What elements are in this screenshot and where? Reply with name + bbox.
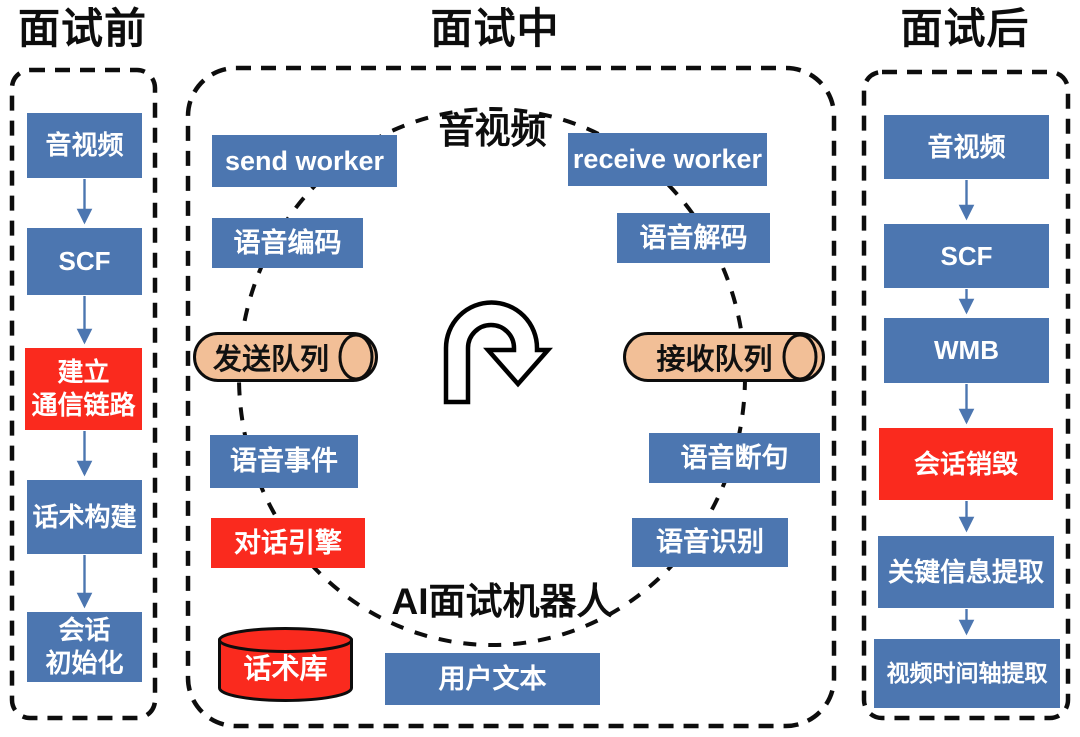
- cycle-bottom-label: AI面试机器人: [391, 581, 614, 622]
- post-panel-border: [861, 69, 1071, 721]
- post-step-wmb: WMB: [884, 318, 1049, 383]
- voice-sentence-node: 语音断句: [649, 433, 820, 483]
- script-library-cylinder: [218, 627, 353, 702]
- mid-panel-border: [185, 65, 837, 729]
- voice-encode-node: 语音编码: [212, 218, 363, 268]
- send-worker-node: send worker: [212, 135, 397, 187]
- receive-worker-node: receive worker: [568, 133, 767, 186]
- pre-step-session-init: 会话 初始化: [27, 612, 142, 682]
- pre-step-audio-video: 音视频: [27, 113, 142, 178]
- voice-event-node: 语音事件: [210, 435, 358, 488]
- send-queue-label: 发送队列: [212, 344, 329, 376]
- send-queue-cylinder: [193, 332, 378, 382]
- receive-queue-label: 接收队列: [656, 344, 773, 376]
- pre-step-script-build: 话术构建: [27, 480, 142, 554]
- post-step-scf: SCF: [884, 224, 1049, 288]
- post-step-session-destroy: 会话销毁: [879, 428, 1053, 500]
- cycle-top-label: 音视频: [438, 110, 547, 151]
- post-step-key-info-extract: 关键信息提取: [878, 536, 1054, 608]
- dialog-engine-node: 对话引擎: [211, 518, 365, 568]
- pre-panel-border: [9, 67, 158, 721]
- receive-queue-cylinder: [623, 332, 825, 382]
- voice-recognition-node: 语音识别: [632, 518, 788, 567]
- pre-step-establish-link: 建立 通信链路: [25, 348, 142, 430]
- mid-section-title: 面试中: [430, 5, 560, 52]
- post-step-video-timeline-extract: 视频时间轴提取: [874, 639, 1060, 708]
- pre-section-title: 面试前: [17, 5, 147, 52]
- pre-step-scf: SCF: [27, 228, 142, 295]
- post-section-title: 面试后: [900, 5, 1030, 52]
- post-step-audio-video: 音视频: [884, 115, 1049, 179]
- voice-decode-node: 语音解码: [617, 213, 770, 263]
- script-library-label: 话术库: [243, 653, 328, 684]
- u-turn-arrow-icon: [443, 300, 553, 405]
- user-text-node: 用户文本: [385, 653, 600, 705]
